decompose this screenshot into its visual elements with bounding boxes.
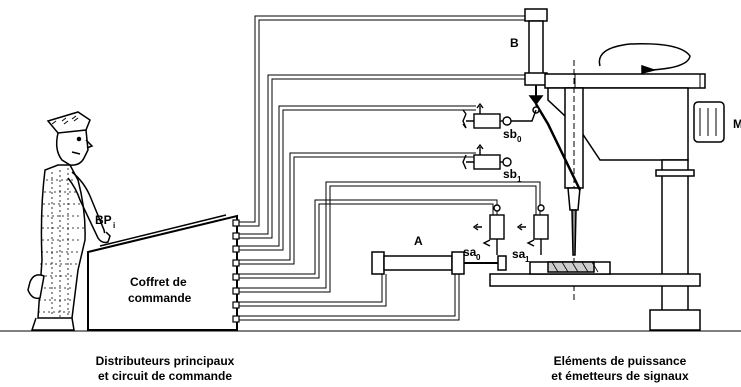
label-cylinder-b: B [510, 36, 519, 50]
label-bp-subscript: i [113, 221, 115, 230]
label-sb1-sub: 1 [517, 175, 522, 184]
label-sb1: sb [503, 167, 517, 181]
label-sa0: sa [463, 245, 477, 259]
control-box [88, 215, 237, 330]
caption-left: Distributeurs principaux et circuit de c… [80, 354, 250, 384]
label-sa0-sub: 0 [476, 253, 481, 262]
drill-press [490, 44, 724, 330]
sensor-sb0 [463, 104, 536, 128]
caption-left-line2: et circuit de commande [80, 369, 250, 384]
cylinder-b [525, 9, 547, 104]
label-cylinder-a: A [414, 234, 423, 248]
caption-right-line2: et émetteurs de signaux [530, 369, 710, 384]
caption-right: Eléments de puissance et émetteurs de si… [530, 354, 710, 384]
sensor-sa0 [474, 205, 504, 255]
cylinder-a [372, 252, 506, 274]
label-sb0-sub: 0 [517, 135, 522, 144]
label-motor: M [733, 117, 741, 131]
label-box-line2: commande [128, 291, 192, 305]
label-sa1: sa [512, 247, 526, 261]
caption-right-line1: Eléments de puissance [530, 354, 710, 369]
caption-left-line1: Distributeurs principaux [80, 354, 250, 369]
label-box-line1: Coffret de [130, 275, 187, 289]
label-sb0: sb [503, 127, 517, 141]
label-sa1-sub: 1 [525, 255, 530, 264]
label-bp-operator: BP [95, 213, 112, 227]
